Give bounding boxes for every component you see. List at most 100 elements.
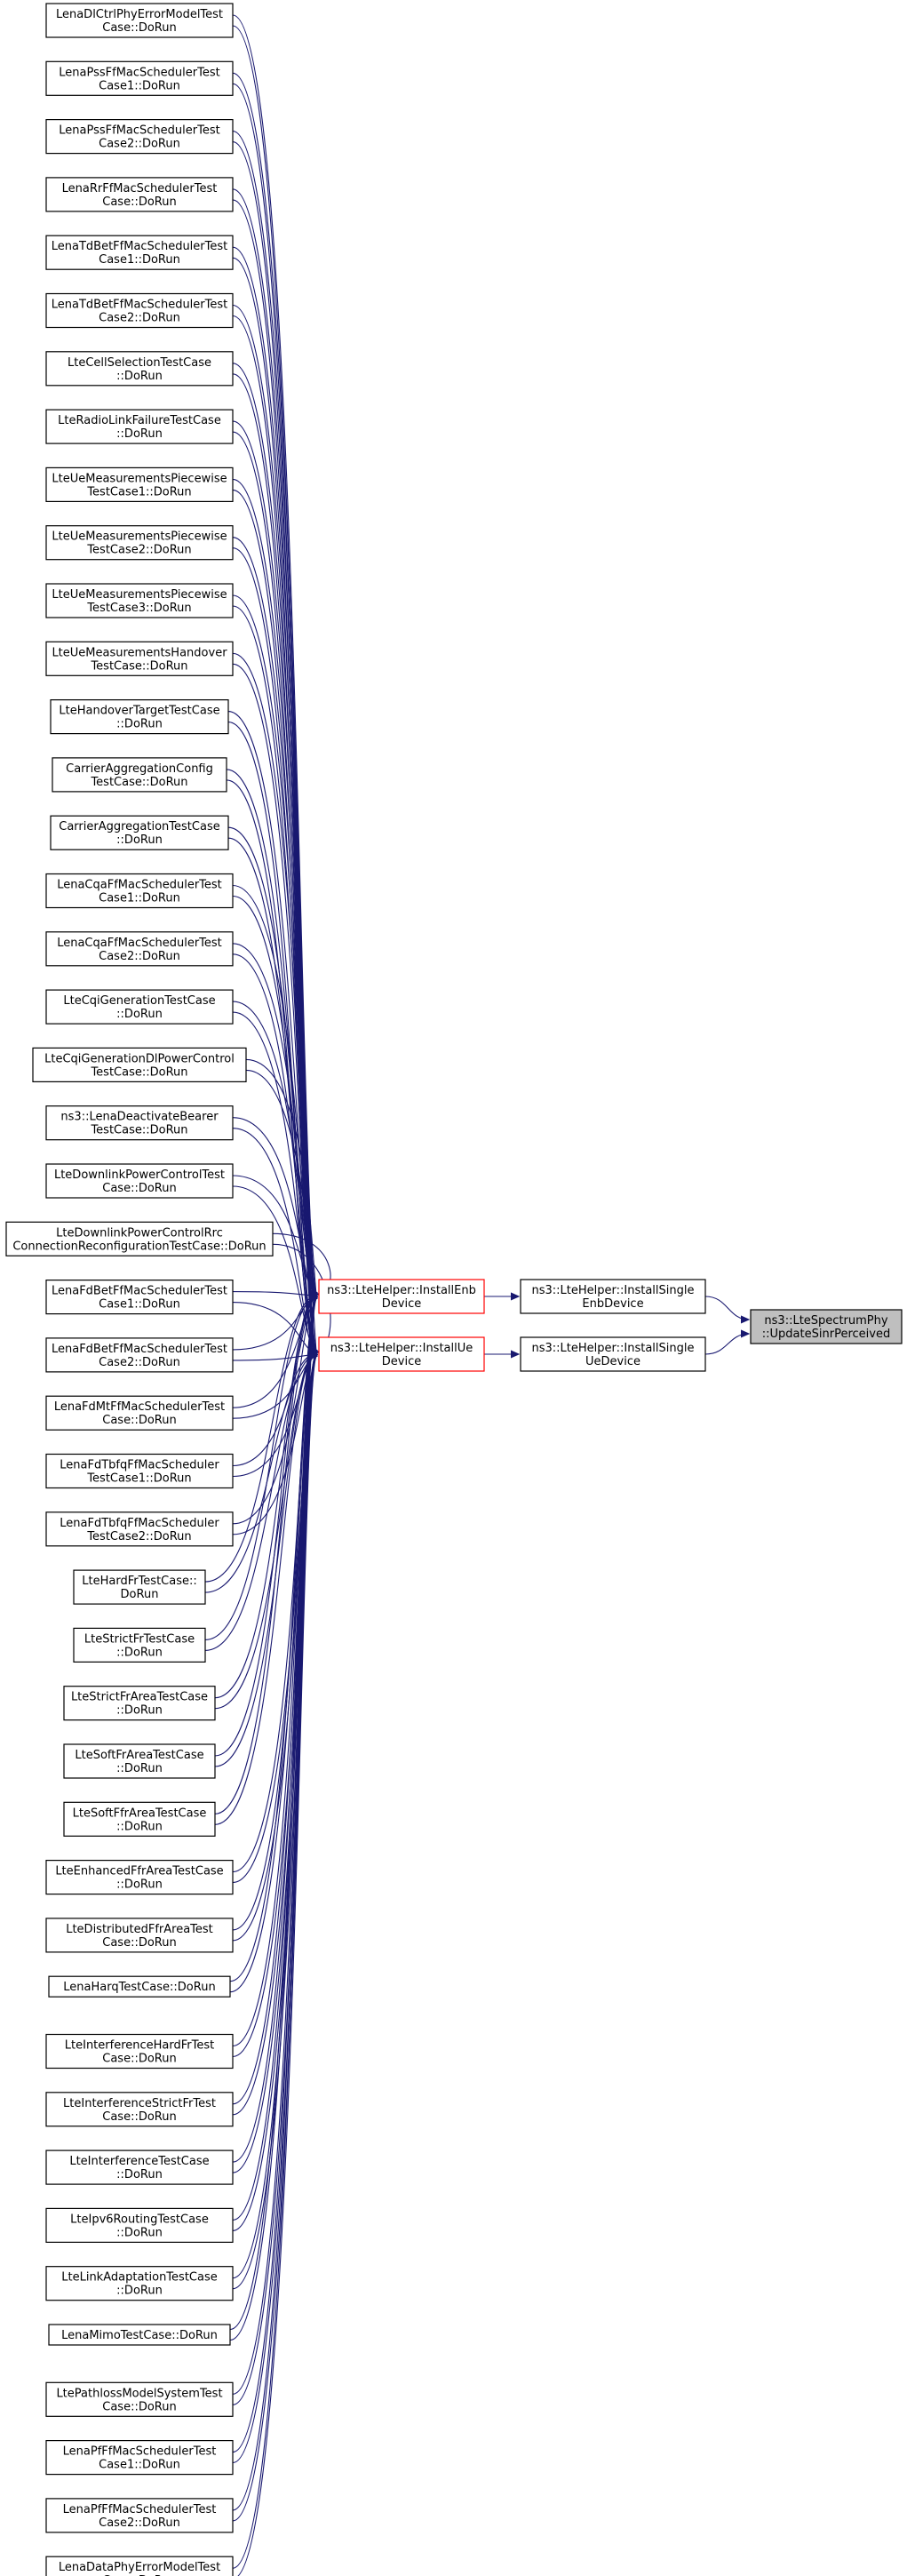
node-label: LteCqiGenerationTestCase: [63, 994, 215, 1008]
node-c17[interactable]: LteCqiGenerationTestCase::DoRun: [45, 989, 234, 1025]
node-box: [45, 2440, 234, 2476]
node-c18[interactable]: LteCqiGenerationDlPowerControlTestCase::…: [32, 1047, 247, 1083]
node-label: ::DoRun: [116, 1762, 163, 1775]
node-c34[interactable]: LenaHarqTestCase::DoRun: [48, 1975, 231, 1998]
node-c12[interactable]: LteHandoverTargetTestCase::DoRun: [50, 698, 229, 735]
node-c10[interactable]: LteUeMeasurementsPiecewiseTestCase3::DoR…: [45, 583, 234, 618]
node-label: DoRun: [121, 1588, 159, 1601]
edge-caller-enb: [232, 1298, 317, 2569]
node-box: [45, 1860, 234, 1895]
node-box: [45, 2149, 234, 2185]
node-label: LenaPssFfMacSchedulerTest: [59, 124, 219, 138]
node-label: Case::DoRun: [102, 21, 176, 35]
node-label: LteHandoverTargetTestCase: [59, 705, 219, 718]
node-c38[interactable]: LteIpv6RoutingTestCase::DoRun: [45, 2207, 234, 2243]
node-label: ::DoRun: [116, 1008, 163, 1021]
node-label: TestCase::DoRun: [90, 1065, 187, 1079]
node-label: LenaTdBetFfMacSchedulerTest: [52, 240, 228, 253]
node-c30[interactable]: LteSoftFrAreaTestCase::DoRun: [63, 1743, 216, 1779]
node-label: LteEnhancedFfrAreaTestCase: [55, 1865, 223, 1878]
node-c29[interactable]: LteStrictFrAreaTestCase::DoRun: [63, 1686, 216, 1721]
node-c9[interactable]: LteUeMeasurementsPiecewiseTestCase2::DoR…: [45, 525, 234, 561]
node-label: LteSoftFrAreaTestCase: [75, 1749, 203, 1762]
node-label: LteInterferenceTestCase: [69, 2155, 209, 2168]
node-label: Case2::DoRun: [99, 1356, 180, 1369]
node-label: LteUeMeasurementsPiecewise: [52, 472, 227, 485]
node-box: [45, 60, 234, 96]
node-label: TestCase1::DoRun: [86, 485, 191, 498]
node-box: [520, 1279, 706, 1314]
node-box: [45, 989, 234, 1025]
node-label: LteLinkAdaptationTestCase: [61, 2271, 217, 2285]
node-c7[interactable]: LteRadioLinkFailureTestCase::DoRun: [45, 409, 234, 444]
node-box: [45, 1337, 234, 1373]
edge-caller-enb: [232, 652, 317, 1294]
node-c28[interactable]: LteStrictFrTestCase::DoRun: [73, 1627, 206, 1663]
node-label: Case2::DoRun: [99, 138, 180, 151]
node-c31[interactable]: LteSoftFfrAreaTestCase::DoRun: [63, 1801, 216, 1837]
node-label: LteInterferenceStrictFrTest: [63, 2097, 216, 2110]
node-c40[interactable]: LenaMimoTestCase::DoRun: [48, 2324, 231, 2346]
node-label: Case::DoRun: [102, 1936, 176, 1950]
node-box: [45, 931, 234, 967]
edge-caller-ue: [237, 1356, 317, 2576]
node-box: [318, 1279, 485, 1314]
node-label: LenaDlCtrlPhyErrorModelTest: [56, 8, 223, 21]
node-c14[interactable]: CarrierAggregationTestCase::DoRun: [50, 815, 229, 850]
node-label: Case::DoRun: [102, 195, 176, 209]
node-root[interactable]: ns3::LteSpectrumPhy::UpdateSinrPerceived: [750, 1309, 903, 1344]
node-box: [45, 2207, 234, 2243]
node-c6[interactable]: LteCellSelectionTestCase::DoRun: [45, 351, 234, 387]
node-c8[interactable]: LteUeMeasurementsPiecewiseTestCase1::DoR…: [45, 467, 234, 503]
node-label: LteRadioLinkFailureTestCase: [58, 414, 221, 427]
node-label: Case1::DoRun: [99, 1298, 180, 1312]
node-box: [45, 351, 234, 387]
node-label: LteHardFrTestCase::: [82, 1575, 197, 1588]
node-label: Case::DoRun: [102, 2400, 176, 2413]
edge-enbsingle-root: [704, 1296, 749, 1320]
node-box: [318, 1336, 485, 1372]
node-c44[interactable]: LenaDataPhyErrorModelTestCase::DoRun: [45, 2556, 234, 2576]
node-c21[interactable]: LteDownlinkPowerControlRrcConnectionReco…: [5, 1221, 274, 1256]
node-label: TestCase1::DoRun: [86, 1472, 191, 1486]
node-label: ::DoRun: [116, 1646, 163, 1659]
node-box: [48, 2324, 231, 2346]
node-c27[interactable]: LteHardFrTestCase::DoRun: [73, 1569, 206, 1605]
node-c37[interactable]: LteInterferenceTestCase::DoRun: [45, 2149, 234, 2185]
edge-caller-ue: [245, 1069, 317, 1354]
node-c32[interactable]: LteEnhancedFfrAreaTestCase::DoRun: [45, 1860, 234, 1895]
node-label: Case2::DoRun: [99, 312, 180, 325]
node-label: CarrierAggregationConfig: [66, 762, 213, 776]
node-c39[interactable]: LteLinkAdaptationTestCase::DoRun: [45, 2266, 234, 2301]
node-label: LenaFdBetFfMacSchedulerTest: [52, 1343, 227, 1356]
node-label: ns3::LteHelper::InstallSingle: [532, 1342, 695, 1355]
node-label: TestCase::DoRun: [90, 1124, 187, 1137]
